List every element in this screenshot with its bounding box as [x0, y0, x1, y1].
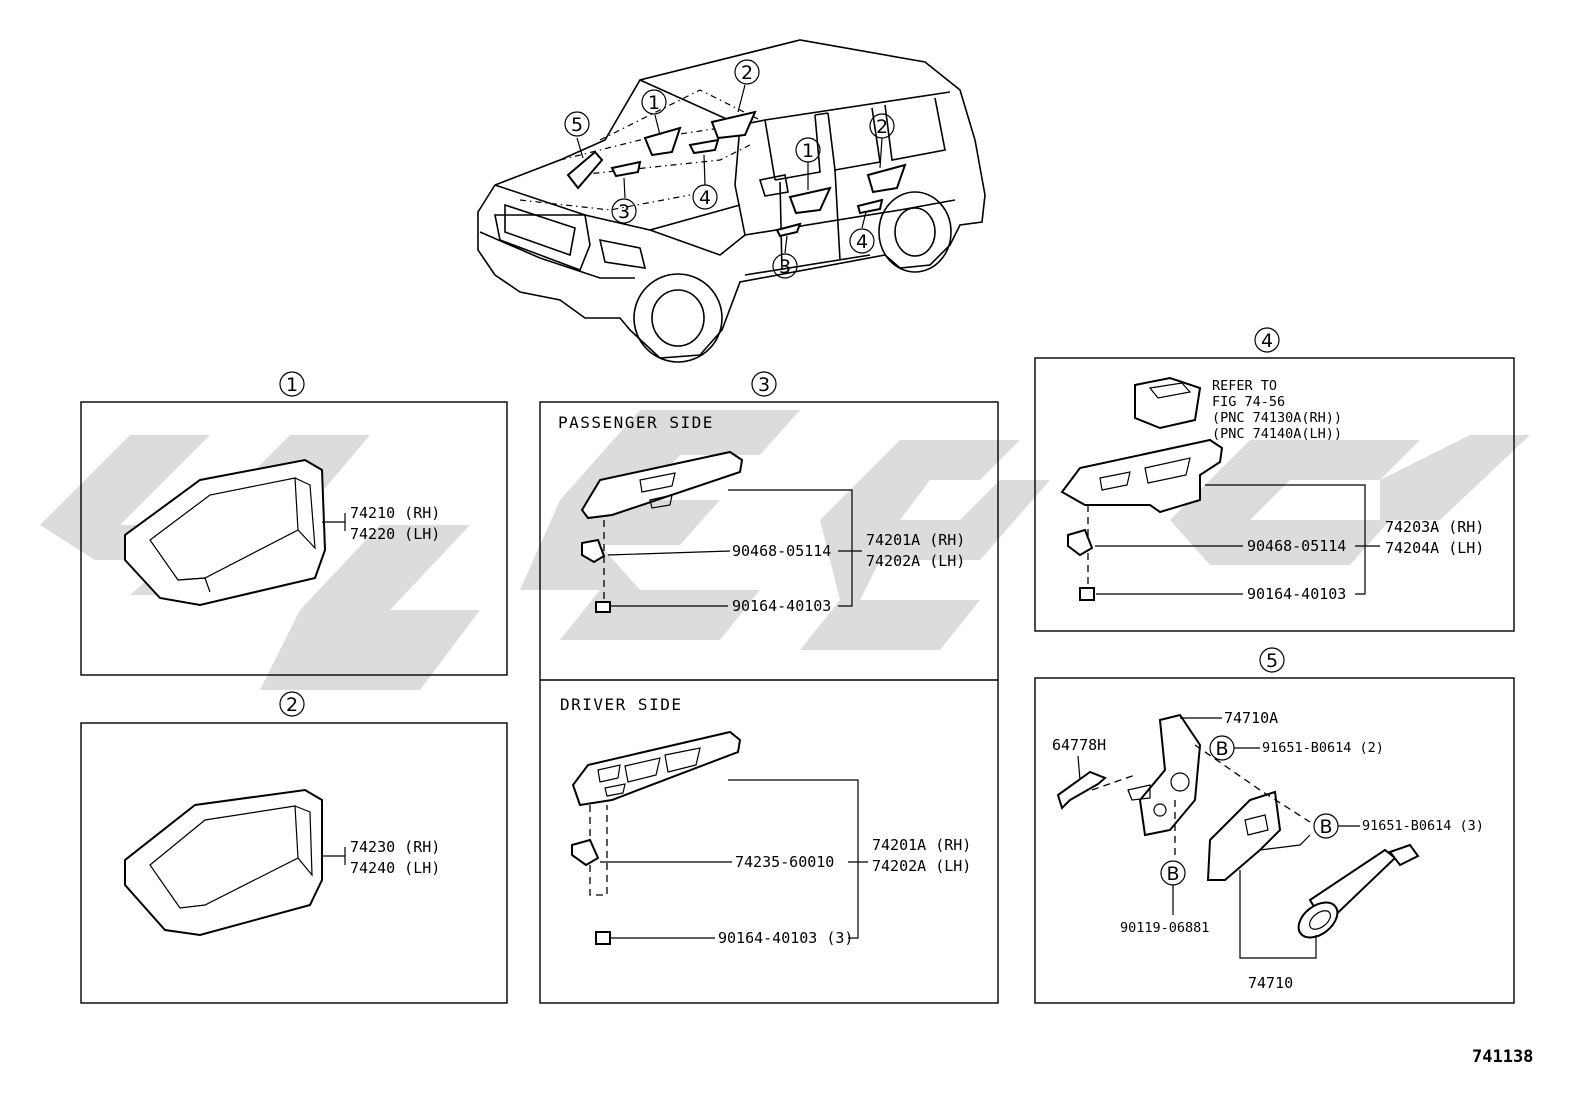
- label-90119-06881: 90119-06881: [1120, 920, 1209, 936]
- label-74202A-driver: 74202A (LH): [872, 857, 971, 875]
- overview-marker-2: 2: [869, 113, 895, 139]
- figure-number: 741138: [1472, 1047, 1533, 1067]
- cigarette-lighter: [1297, 843, 1420, 939]
- panel-1-callout: 1: [279, 371, 305, 397]
- lighter-bracket: [1206, 790, 1311, 881]
- switch-bezel-cover: [1134, 376, 1202, 430]
- label-74201A-passenger: 74201A (RH): [866, 531, 965, 549]
- refer-line-3: (PNC 74130A(RH)): [1212, 410, 1342, 426]
- ashtray-bracket: [1127, 713, 1202, 837]
- panel-3-frame: [539, 401, 999, 1004]
- svg-text:1: 1: [648, 92, 660, 114]
- panel-5-frame: [1034, 677, 1515, 1004]
- driver-clip: [571, 838, 600, 867]
- label-74210: 74210 (RH): [350, 504, 440, 522]
- overview-marker-3: 3: [772, 253, 798, 279]
- label-90164-40103-rear: 90164-40103: [1247, 585, 1346, 603]
- label-90468-05114-rear: 90468-05114: [1247, 537, 1346, 555]
- svg-text:4: 4: [699, 187, 711, 209]
- label-90468-05114: 90468-05114: [732, 542, 831, 560]
- panel-2-callout: 2: [279, 691, 305, 717]
- passenger-switch-base: [580, 450, 744, 520]
- label-74710: 74710: [1248, 974, 1293, 992]
- passenger-screw: [595, 601, 611, 613]
- rear-clip: [1067, 528, 1094, 557]
- label-74235-60010: 74235-60010: [735, 853, 834, 871]
- panel-4: 4 REFER TO FIG 74-56 (PNC 74130A(RH)) (P…: [1034, 327, 1515, 632]
- svg-text:2: 2: [741, 62, 753, 84]
- refer-line-1: REFER TO: [1212, 378, 1277, 394]
- svg-text:2: 2: [876, 116, 888, 138]
- driver-side-header: DRIVER SIDE: [560, 695, 682, 714]
- label-74230: 74230 (RH): [350, 838, 440, 856]
- panel-2: 2 74230 (RH) 74240 (LH): [80, 691, 508, 1004]
- panel-5: 5 74710A 64778H B: [1034, 647, 1515, 1004]
- label-74201A-driver: 74201A (RH): [872, 836, 971, 854]
- svg-text:3: 3: [618, 201, 630, 223]
- svg-text:4: 4: [856, 231, 868, 253]
- screw-marker-b: B: [1160, 860, 1186, 886]
- panel-5-callout: 5: [1259, 647, 1285, 673]
- panel-2-frame: [80, 722, 508, 1004]
- svg-text:B: B: [1319, 816, 1332, 838]
- door-handle-bezel-rear: [124, 788, 323, 937]
- svg-text:B: B: [1215, 738, 1228, 760]
- refer-line-4: (PNC 74140A(LH)): [1212, 426, 1342, 442]
- panel-4-frame: [1034, 357, 1515, 632]
- driver-screw: [595, 931, 611, 945]
- label-74710A: 74710A: [1224, 709, 1278, 727]
- label-74240: 74240 (LH): [350, 859, 440, 877]
- panel-4-callout: 4: [1254, 327, 1280, 353]
- panel-1-frame: [80, 401, 508, 676]
- svg-text:4: 4: [1261, 330, 1273, 352]
- driver-switch-base: [571, 730, 742, 807]
- panel-3: 3 PASSENGER SIDE DRIVER SIDE 90468-05114…: [539, 371, 999, 1004]
- hose-64778H: [1056, 770, 1107, 810]
- passenger-clip: [581, 538, 606, 564]
- bolt-marker-b-2: B: [1313, 813, 1339, 839]
- rear-screw: [1079, 587, 1095, 601]
- svg-text:3: 3: [758, 374, 770, 396]
- svg-text:2: 2: [286, 694, 298, 716]
- label-91651-B0614-3: 91651-B0614 (3): [1362, 818, 1484, 834]
- label-90164-40103: 90164-40103: [732, 597, 831, 615]
- label-90164-40103-3: 90164-40103 (3): [718, 929, 853, 947]
- vehicle-overview: 5 1 2 3 4 1 2 3 4: [477, 39, 986, 363]
- overview-marker-4: 4: [849, 228, 875, 254]
- svg-text:3: 3: [779, 256, 791, 278]
- overview-marker-3: 3: [611, 198, 637, 224]
- door-handle-bezel-front: [124, 458, 327, 607]
- overview-marker-5: 5: [564, 111, 590, 137]
- overview-marker-1: 1: [795, 137, 821, 163]
- panel-1: 1 74210 (RH) 74220 (LH): [80, 371, 508, 676]
- svg-text:B: B: [1166, 863, 1179, 885]
- svg-text:1: 1: [286, 374, 298, 396]
- label-74220: 74220 (LH): [350, 525, 440, 543]
- label-74203A: 74203A (RH): [1385, 518, 1484, 536]
- panel-3-callout: 3: [751, 371, 777, 397]
- overview-marker-2: 2: [734, 59, 760, 85]
- svg-text:5: 5: [571, 114, 583, 136]
- bolt-marker-b-1: B: [1209, 735, 1235, 761]
- overview-marker-1: 1: [641, 89, 667, 115]
- label-64778H: 64778H: [1052, 736, 1106, 754]
- overview-marker-4: 4: [692, 184, 718, 210]
- label-91651-B0614-2: 91651-B0614 (2): [1262, 740, 1384, 756]
- svg-text:1: 1: [802, 140, 814, 162]
- label-74202A-passenger: 74202A (LH): [866, 552, 965, 570]
- refer-line-2: FIG 74-56: [1212, 394, 1285, 410]
- rear-switch-base: [1060, 438, 1224, 514]
- passenger-side-header: PASSENGER SIDE: [558, 413, 714, 432]
- label-74204A: 74204A (LH): [1385, 539, 1484, 557]
- svg-text:5: 5: [1266, 650, 1278, 672]
- watermark-logo: [40, 410, 1530, 690]
